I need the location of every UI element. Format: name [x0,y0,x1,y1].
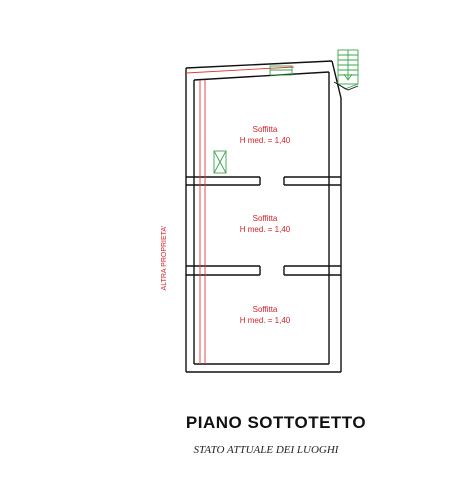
property-boundary [185,66,295,364]
stair-icon [337,49,359,90]
walls [185,60,342,373]
room-3-height: H med. = 1,40 [240,316,291,325]
neighbor-property-label: ALTRA PROPRIETA' [161,226,168,291]
room-2-name: Soffitta [253,214,278,223]
room-1-name: Soffitta [253,125,278,134]
room-1-height: H med. = 1,40 [240,136,291,145]
skylight-icon [213,150,227,174]
plan-title: PIANO SOTTOTETTO [185,413,367,432]
plan-subtitle: STATO ATTUALE DEI LUOGHI [193,444,339,456]
stair-landing [333,81,359,91]
roof-window-icon [269,65,293,76]
room-2-height: H med. = 1,40 [240,225,291,234]
room-3-name: Soffitta [253,305,278,314]
